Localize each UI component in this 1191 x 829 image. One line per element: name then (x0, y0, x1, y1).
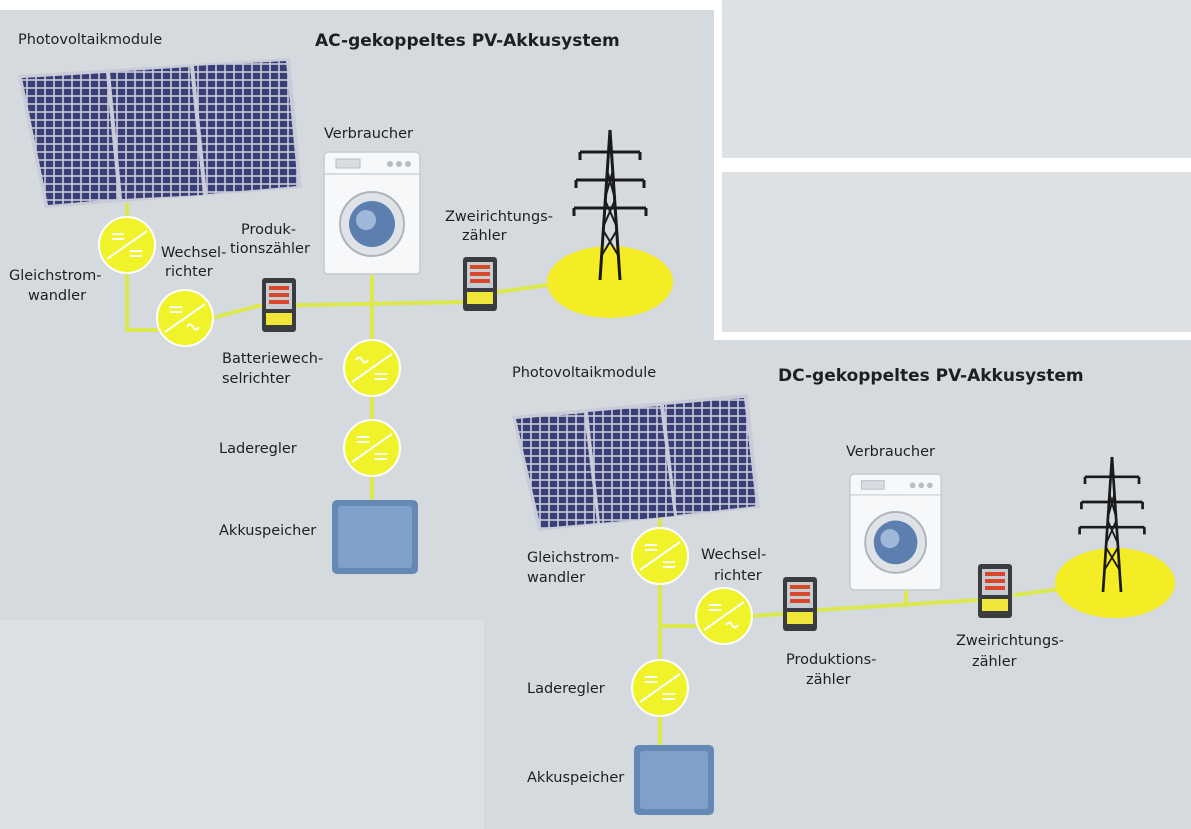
ac-bidirectional-meter-label-1: Zweirichtungs- (445, 209, 553, 225)
dc-system: DC-gekoppeltes PV-Akkusystem Photovoltai… (512, 365, 1175, 815)
ac-inverter-icon (156, 289, 214, 347)
dc-battery-label: Akkuspeicher (527, 770, 624, 786)
ac-battery-icon (332, 500, 418, 574)
ac-battery-inverter-icon (343, 339, 401, 397)
dc-inverter-label-2: richter (714, 568, 762, 584)
dc-production-meter-icon (783, 577, 817, 631)
ac-battery-label: Akkuspeicher (219, 523, 316, 539)
dc-dc-converter-icon (631, 527, 689, 585)
ac-bidirectional-meter-label-2: zähler (462, 228, 507, 244)
dc-inverter-label-1: Wechsel- (701, 547, 766, 563)
dc-bidirectional-meter-label-1: Zweirichtungs- (956, 633, 1064, 649)
ac-solar-panel (18, 58, 302, 208)
ac-system: AC-gekoppeltes PV-Akkusystem Photovoltai… (9, 31, 673, 574)
ac-dc-converter-label-2: wandler (28, 288, 86, 304)
dc-dc-converter-label-2: wandler (527, 570, 585, 586)
dc-grid-zone (1055, 548, 1175, 618)
ac-wiring (125, 203, 557, 502)
ac-title: AC-gekoppeltes PV-Akkusystem (315, 31, 620, 51)
ac-bidirectional-meter-icon (463, 257, 497, 311)
dc-wiring (658, 518, 1062, 747)
dc-production-meter-label-1: Produktions- (786, 652, 876, 668)
ac-dc-converter-label-1: Gleichstrom- (9, 268, 102, 284)
ac-dc-converter-icon (98, 216, 156, 274)
dc-production-meter-label-2: zähler (806, 672, 851, 688)
ac-inverter-label-2: richter (165, 264, 213, 280)
top-right-blank-card (722, 0, 1191, 158)
dc-title: DC-gekoppeltes PV-Akkusystem (778, 366, 1084, 386)
dc-consumer-washing-machine-icon (849, 473, 943, 591)
ac-production-meter-label-1: Produk- (241, 222, 296, 238)
dc-dc-converter-label-1: Gleichstrom- (527, 550, 620, 566)
dc-inverter-icon (695, 587, 753, 645)
dc-bidirectional-meter-icon (978, 564, 1012, 618)
ac-grid-zone (547, 246, 673, 318)
dc-charge-controller-label: Laderegler (527, 681, 605, 697)
dc-solar-panel (512, 394, 760, 531)
dc-charge-controller-icon (631, 659, 689, 717)
ac-charge-controller-label: Laderegler (219, 441, 297, 457)
ac-consumer-washing-machine-icon (323, 151, 421, 275)
ac-inverter-label-1: Wechsel- (161, 245, 226, 261)
ac-production-meter-icon (262, 278, 296, 332)
middle-right-blank-card (722, 172, 1191, 332)
ac-consumer-label: Verbraucher (324, 126, 413, 142)
ac-pv-modules-label: Photovoltaikmodule (18, 32, 162, 48)
dc-battery-icon (634, 745, 714, 815)
dc-bidirectional-meter-label-2: zähler (972, 654, 1017, 670)
ac-battery-inverter-label-2: selrichter (222, 371, 290, 387)
dc-pv-modules-label: Photovoltaikmodule (512, 365, 656, 381)
dc-consumer-label: Verbraucher (846, 444, 935, 460)
ac-production-meter-label-2: tionszähler (230, 241, 310, 257)
ac-panel-background-lower (0, 620, 484, 829)
ac-charge-controller-icon (343, 419, 401, 477)
ac-battery-inverter-label-1: Batteriewech- (222, 351, 323, 367)
